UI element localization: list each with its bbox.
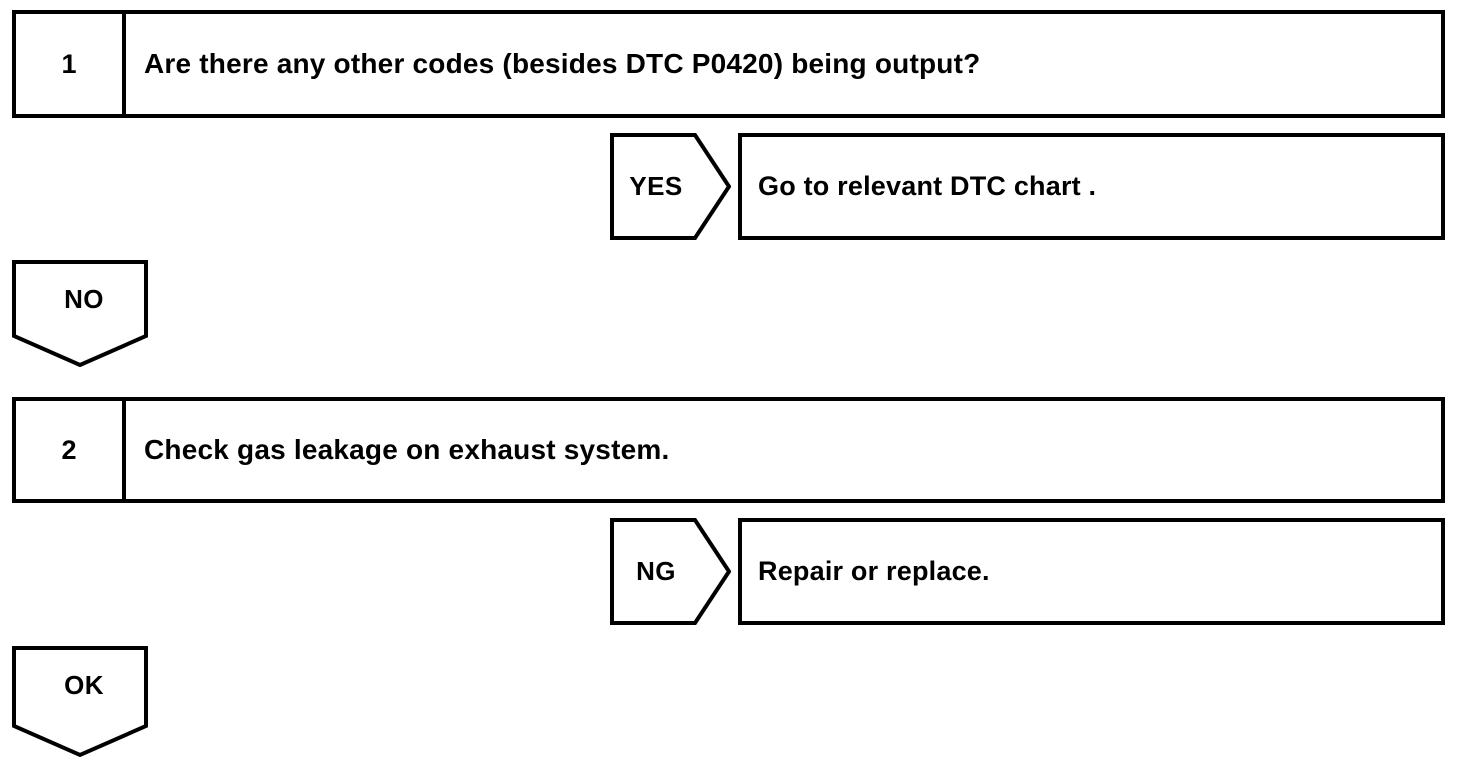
branch-pennant-ng: NG (610, 518, 731, 625)
step-number-cell-1: 1 (16, 14, 126, 114)
step-text-cell-1: Are there any other codes (besides DTC P… (126, 14, 1441, 114)
branch-label-yes: YES (629, 171, 683, 201)
result-box-yes: Go to relevant DTC chart . (738, 133, 1445, 240)
step-question-1: Are there any other codes (besides DTC P… (144, 48, 981, 79)
branch-label-no: NO (64, 283, 104, 314)
branch-pennant-ok: OK (12, 646, 148, 758)
pennant-down-shape-no (12, 260, 148, 367)
step-question-2: Check gas leakage on exhaust system. (144, 434, 670, 465)
step-number-1: 1 (61, 48, 77, 79)
pennant-right-shape-ng (610, 518, 731, 625)
step-row-1: 1 Are there any other codes (besides DTC… (12, 10, 1445, 118)
branch-pennant-no: NO (12, 260, 148, 367)
pennant-right-shape-yes (610, 133, 731, 240)
result-text-yes: Go to relevant DTC chart . (758, 171, 1097, 201)
step-number-2: 2 (61, 434, 77, 465)
branch-pennant-yes: YES (610, 133, 731, 240)
branch-label-ng: NG (636, 556, 676, 586)
result-box-ng: Repair or replace. (738, 518, 1445, 625)
branch-label-ok: OK (64, 669, 104, 700)
result-text-ng: Repair or replace. (758, 556, 990, 586)
step-number-cell-2: 2 (16, 401, 126, 499)
step-text-cell-2: Check gas leakage on exhaust system. (126, 401, 1441, 499)
step-row-2: 2 Check gas leakage on exhaust system. (12, 397, 1445, 503)
pennant-down-shape-ok (12, 646, 148, 758)
